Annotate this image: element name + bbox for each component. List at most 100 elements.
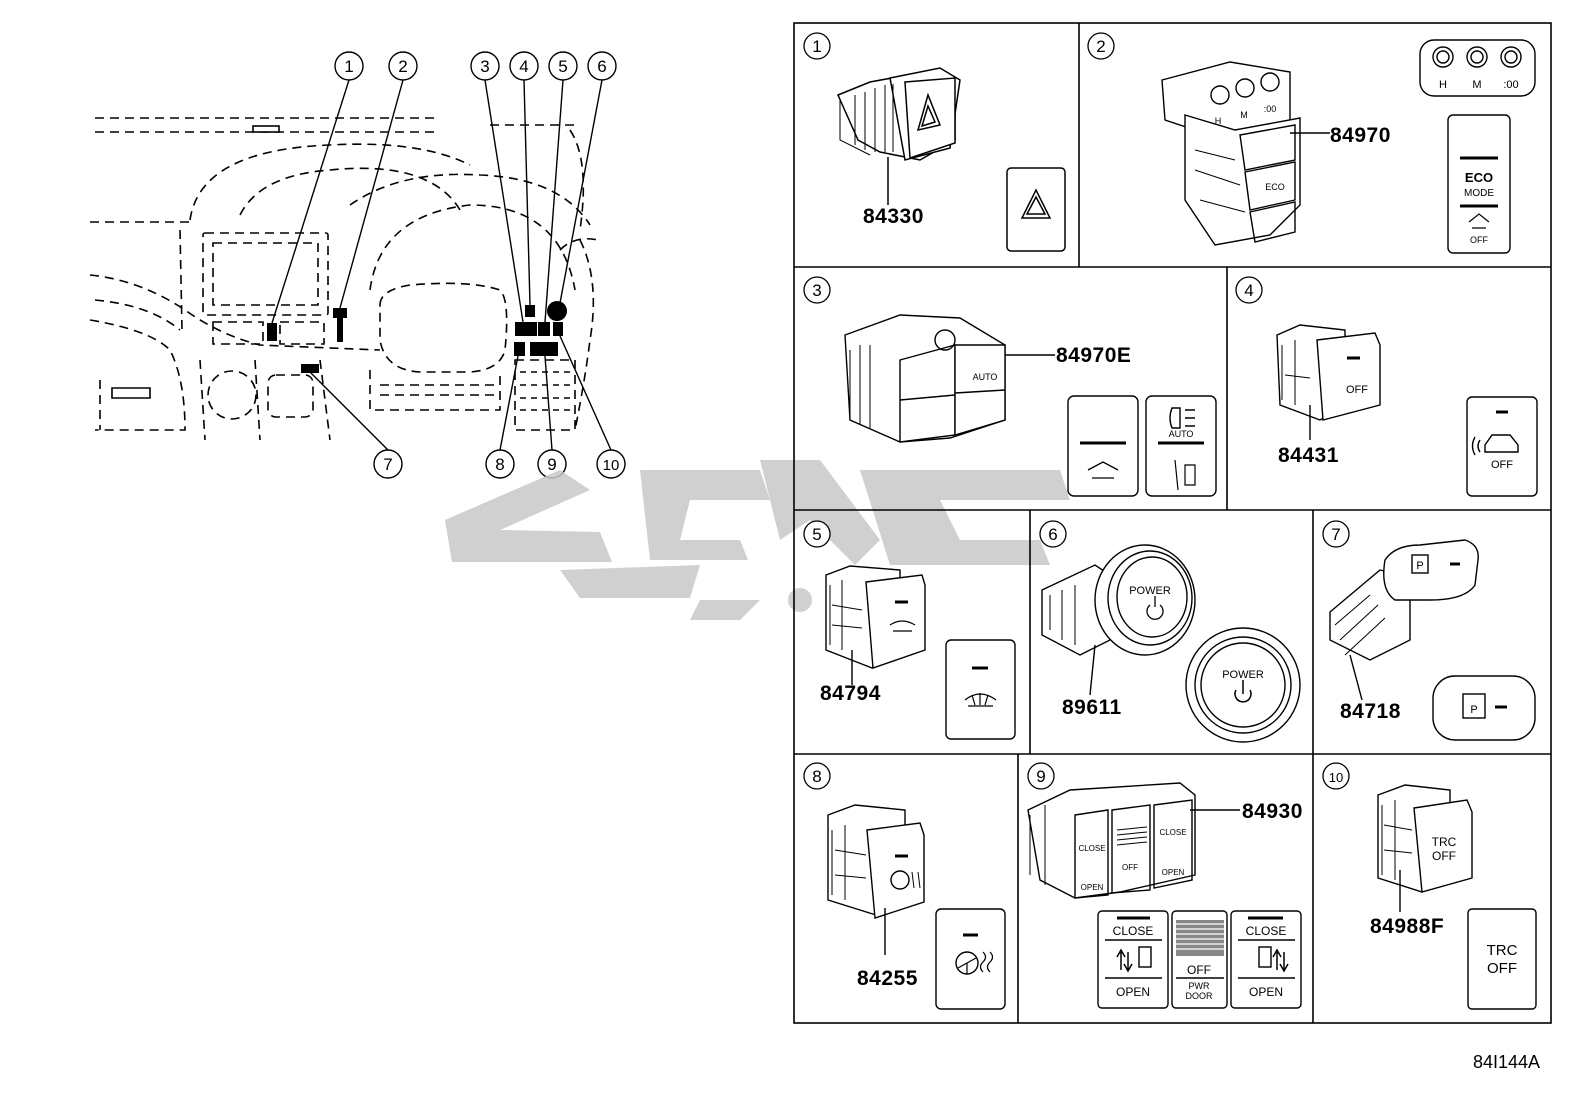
trc-small: TRC — [1432, 835, 1457, 849]
callouts — [334, 51, 626, 479]
sonar-off-small: OFF — [1346, 384, 1368, 396]
location-7 — [301, 364, 319, 373]
location-3 — [515, 322, 537, 336]
panel-2-number: 2 — [1096, 37, 1105, 56]
callout-8: 8 — [495, 455, 504, 474]
sonar-off-label: OFF — [1491, 459, 1513, 471]
location-6 — [547, 301, 567, 321]
location-4 — [525, 305, 535, 317]
clock-m-small: M — [1240, 110, 1248, 120]
sonar-off-icon — [1466, 396, 1538, 497]
eco-off-label: OFF — [1470, 235, 1488, 245]
panel-7-number: 7 — [1331, 525, 1340, 544]
power-label: POWER — [1222, 669, 1264, 681]
panel-7-parking-brake-switch — [1329, 539, 1536, 741]
door-left-close: CLOSE — [1113, 924, 1154, 938]
part-number-84330: 84330 — [863, 205, 924, 228]
door-left-icon — [1097, 910, 1169, 1009]
door-left-open: OPEN — [1116, 985, 1150, 999]
location-10 — [553, 322, 563, 336]
panel-1-number: 1 — [812, 37, 821, 56]
location-2-top — [333, 308, 347, 318]
clock-s-label: :00 — [1503, 79, 1518, 91]
door-small-close: CLOSE — [1078, 844, 1105, 853]
clock-face-icon — [1419, 39, 1536, 97]
trc-off-label: OFF — [1487, 960, 1517, 977]
door-small-close-r: CLOSE — [1159, 828, 1186, 837]
callout-7: 7 — [383, 455, 392, 474]
callout-10: 10 — [603, 457, 620, 474]
trc-label: TRC — [1487, 942, 1518, 959]
door-small-off: OFF — [1122, 863, 1138, 872]
switch-locations — [267, 301, 567, 373]
callout-6: 6 — [597, 57, 606, 76]
clock-s-small: :00 — [1264, 104, 1277, 114]
eco-mode-label: MODE — [1464, 188, 1494, 199]
callout-4: 4 — [519, 57, 528, 76]
callout-1: 1 — [344, 57, 353, 76]
parking-brake-icon — [1432, 675, 1536, 741]
location-1 — [267, 323, 277, 341]
door-small-open-r: OPEN — [1162, 868, 1185, 877]
part-number-84431: 84431 — [1278, 444, 1339, 467]
parts-grid — [793, 22, 1552, 1024]
location-5 — [538, 322, 550, 336]
door-main-off-icon — [1171, 910, 1228, 1009]
clock-h-small: H — [1215, 116, 1222, 126]
part-number-84930: 84930 — [1242, 800, 1303, 823]
callout-2: 2 — [398, 57, 407, 76]
panel-3-number: 3 — [812, 281, 821, 300]
auto-headlight-icon — [1145, 395, 1217, 497]
panel-9-number: 9 — [1036, 767, 1045, 786]
door-door-label: DOOR — [1186, 991, 1214, 1001]
door-small-open: OPEN — [1081, 883, 1104, 892]
callout-3: 3 — [480, 57, 489, 76]
hazard-triangle-icon — [916, 92, 942, 132]
panel-8-steering-heater-switch — [827, 804, 1006, 1010]
panel-3-headlight-switch — [844, 314, 1217, 497]
panel-9-power-door-switch — [1027, 782, 1302, 1009]
watermark-logo — [445, 460, 1070, 620]
eco-label: ECO — [1465, 170, 1493, 185]
door-right-open: OPEN — [1249, 985, 1283, 999]
clock-h-label: H — [1439, 79, 1447, 91]
callout-5: 5 — [558, 57, 567, 76]
power-label-small: POWER — [1129, 585, 1171, 597]
auto-label: AUTO — [1169, 429, 1194, 439]
door-pwr-label: PWR — [1189, 981, 1210, 991]
panel-4-number: 4 — [1244, 281, 1253, 300]
location-8 — [514, 342, 525, 356]
location-9 — [530, 342, 558, 356]
location-2 — [337, 316, 343, 342]
hazard-face-icon — [1006, 167, 1066, 252]
panel-6-power-switch — [1041, 544, 1301, 743]
lane-assist-icon — [1067, 395, 1139, 497]
parking-p-small: P — [1416, 560, 1423, 572]
panel-6-number: 6 — [1048, 525, 1057, 544]
auto-label-small: AUTO — [973, 372, 998, 382]
part-number-84988F: 84988F — [1370, 915, 1444, 938]
panel-8-number: 8 — [812, 767, 821, 786]
eco-mode-icon — [1447, 114, 1511, 254]
panel-5-deicer-switch — [825, 565, 1016, 740]
panel-10-trc-off-switch — [1377, 784, 1537, 1010]
trc-off-small: OFF — [1432, 849, 1456, 863]
power-button-icon — [1185, 627, 1301, 743]
part-number-84794: 84794 — [820, 682, 881, 705]
leader-lines — [271, 79, 612, 451]
diagram-reference-code: 84I144A — [1472, 1052, 1540, 1072]
part-number-84970E: 84970E — [1056, 344, 1131, 367]
callout-9: 9 — [547, 455, 556, 474]
panel-2-clock-eco-switch — [1161, 39, 1536, 254]
part-number-89611: 89611 — [1062, 696, 1122, 719]
deicer-icon — [945, 639, 1016, 740]
door-right-icon — [1230, 910, 1302, 1009]
dashboard-overview — [89, 117, 599, 441]
panel-4-sonar-switch — [1276, 324, 1538, 497]
clock-m-label: M — [1472, 79, 1481, 91]
panel-5-number: 5 — [812, 525, 821, 544]
panel-1-hazard-switch — [837, 67, 1066, 252]
panel-10-number: 10 — [1329, 770, 1343, 785]
parking-p-label: P — [1470, 704, 1477, 716]
